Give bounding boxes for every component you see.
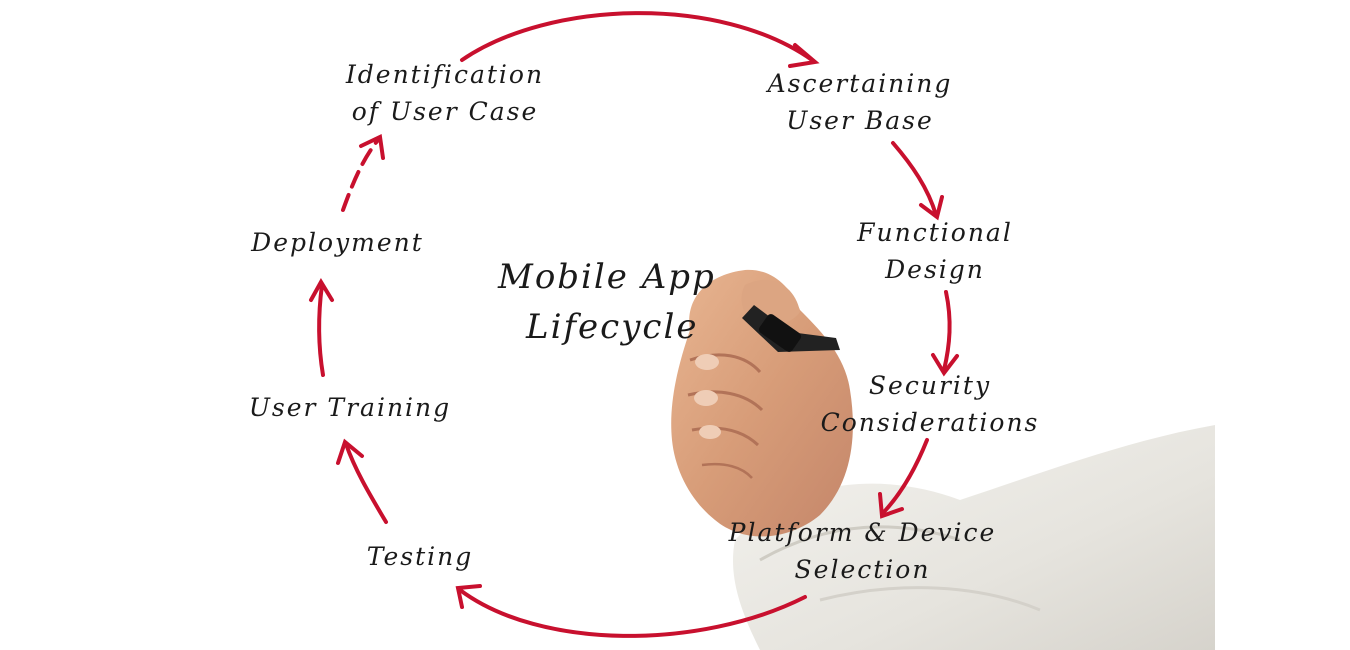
title-line-2: Lifecycle	[526, 307, 699, 347]
stage-functional-design: Functional Design	[857, 218, 1013, 284]
stage-deployment: Deployment	[251, 228, 424, 257]
stage-identification: Identification of User Case	[345, 60, 545, 126]
arrow-platform-to-testing	[458, 588, 807, 638]
stage-testing: Testing	[366, 542, 474, 571]
arrow-identification-to-ascertaining	[460, 11, 814, 62]
arrow-functional-to-security	[942, 290, 952, 372]
stage-ascertaining: Ascertaining User Base	[767, 69, 953, 135]
stage-security: Security Considerations	[820, 371, 1040, 437]
title-line-1: Mobile App	[498, 257, 716, 297]
arrow-security-to-platform	[881, 438, 929, 515]
marker-pen	[742, 305, 840, 352]
arrow-testing-to-training	[344, 442, 388, 524]
arrow-ascertaining-to-functional	[891, 141, 938, 217]
stage-platform-device: Platform & Device Selection	[728, 518, 997, 584]
arrow-training-to-deployment	[317, 283, 325, 377]
arrow-deployment-to-identification	[341, 138, 380, 212]
stage-user-training: User Training	[248, 393, 452, 422]
diagram-title: Mobile App Lifecycle	[498, 252, 716, 352]
